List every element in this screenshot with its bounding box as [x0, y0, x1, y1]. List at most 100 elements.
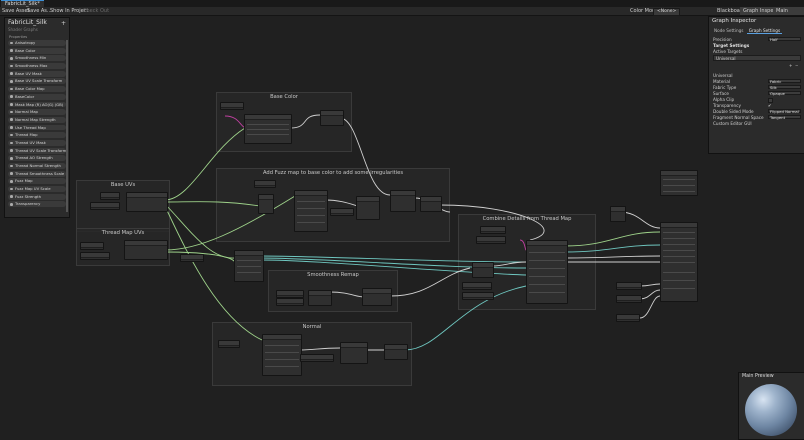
tab-node-settings[interactable]: Node Settings	[714, 28, 744, 33]
material-dropdown[interactable]: Fabric	[768, 79, 801, 84]
node-reroute-preview[interactable]	[610, 206, 626, 222]
node-add-fuzz[interactable]	[390, 190, 416, 212]
check-out-button[interactable]: Check Out	[83, 8, 110, 14]
node-thread-smooth-prop[interactable]	[462, 292, 494, 300]
node-normal-strength[interactable]	[340, 342, 368, 364]
save-as-button[interactable]: Save As...	[27, 8, 52, 14]
blackboard-scrollbar[interactable]	[66, 40, 68, 212]
node-thread-ao-prop[interactable]	[476, 236, 506, 244]
node-thread-uv-scale-prop[interactable]	[80, 252, 110, 260]
add-target-button[interactable]: +	[789, 63, 793, 68]
main-preview-panel[interactable]: Main Preview	[738, 372, 804, 440]
node-remap[interactable]	[362, 288, 392, 306]
double-sided-dropdown[interactable]: Flipped Normal	[768, 109, 801, 114]
node-transform-uv[interactable]	[126, 192, 168, 212]
blackboard-property[interactable]: Base UV Scale Transform	[8, 78, 66, 85]
target-universal-item[interactable]: Universal	[716, 56, 736, 61]
blackboard-property[interactable]: Fuzz Map	[8, 178, 66, 185]
node-ao-prop[interactable]	[616, 295, 642, 303]
node-thread-subgraph-in[interactable]	[472, 262, 494, 278]
active-targets-label: Active Targets	[713, 49, 743, 54]
node-fuzz-map-prop[interactable]	[254, 180, 276, 188]
graph-toolbar: Save Asset Save As... Show In Project Ch…	[0, 7, 804, 22]
preview-sphere[interactable]	[745, 384, 797, 436]
node-normalize[interactable]	[384, 344, 408, 360]
node-base-color-map-prop[interactable]	[220, 102, 244, 110]
node-multiply-base[interactable]	[320, 110, 344, 126]
alpha-clip-checkbox[interactable]	[768, 98, 773, 103]
material-label: Material	[713, 79, 731, 84]
node-use-thread-prop[interactable]	[480, 226, 506, 234]
node-multiply-fuzz[interactable]	[356, 196, 380, 220]
node-normal-map-prop[interactable]	[218, 340, 240, 348]
node-sample-thread[interactable]	[234, 250, 264, 282]
node-vector2[interactable]	[308, 290, 332, 306]
node-sample-normal[interactable]	[262, 334, 302, 376]
node-base-uv-mask-prop[interactable]	[100, 192, 120, 200]
blackboard-toggle[interactable]: Blackboard	[717, 8, 745, 14]
node-header	[363, 289, 391, 294]
fragment-normal-label: Fragment Normal Space	[713, 115, 764, 120]
blackboard-property[interactable]: Fuzz Map UV Scale	[8, 186, 66, 192]
add-property-button[interactable]: +	[60, 20, 66, 27]
node-sample-base-color[interactable]	[244, 114, 292, 144]
inspector-tabs: Node Settings Graph Settings	[712, 28, 783, 34]
blackboard-property[interactable]: Thread UV Mask	[8, 139, 66, 146]
master-vertex-stack[interactable]	[660, 170, 698, 196]
master-fragment-stack[interactable]	[660, 222, 698, 302]
graph-inspector-toggle[interactable]: Graph Inspector	[740, 7, 787, 15]
tab-graph-settings[interactable]: Graph Settings	[746, 28, 783, 34]
blackboard-property[interactable]: Smoothness Min	[8, 55, 66, 62]
blackboard-property[interactable]: Transparency	[8, 201, 66, 208]
surface-dropdown[interactable]: Opaque	[768, 91, 801, 96]
node-thread-uv-mask-prop[interactable]	[80, 242, 104, 250]
save-asset-button[interactable]: Save Asset	[2, 8, 30, 14]
node-header	[221, 103, 243, 108]
node-transparency-prop[interactable]	[616, 314, 640, 322]
remove-target-button[interactable]: −	[795, 63, 799, 68]
blackboard-property[interactable]: Fuzz Strength	[8, 193, 66, 200]
show-in-project-button[interactable]: Show In Project	[50, 8, 89, 14]
blackboard-property[interactable]: Anisotropy	[8, 40, 66, 46]
blackboard-property[interactable]: Thread Smoothness Scale	[8, 170, 66, 177]
fragment-normal-dropdown[interactable]: Tangent	[768, 115, 801, 120]
node-base-uv-scale-prop[interactable]	[90, 202, 120, 210]
node-sample-fuzz[interactable]	[294, 190, 328, 232]
node-header	[277, 299, 303, 304]
node-fuzz-uv[interactable]	[258, 194, 274, 214]
blackboard-property[interactable]: Mask Map (R) AO(G) (GB)	[8, 101, 66, 108]
node-smoothness-max-prop[interactable]	[276, 298, 304, 306]
color-mode-dropdown[interactable]: <None>	[653, 8, 681, 16]
blackboard-property[interactable]: Base Color Map	[8, 86, 66, 93]
node-header	[477, 237, 505, 242]
blackboard-property[interactable]: Base UV Mask	[8, 70, 66, 77]
blackboard-property[interactable]: Thread AO Strength	[8, 155, 66, 162]
inspector-title: Graph Inspector	[712, 18, 757, 24]
precision-dropdown[interactable]: Half	[768, 37, 801, 42]
node-smoothness-min-prop[interactable]	[276, 290, 304, 298]
node-thread-detail-subgraph[interactable]	[526, 240, 568, 304]
blackboard-property[interactable]: Thread UV Scale Transform	[8, 147, 66, 154]
node-normal-strength-prop[interactable]	[300, 354, 334, 362]
blackboard-property[interactable]: BaseColor	[8, 93, 66, 100]
blackboard-property[interactable]: Base Color	[8, 47, 66, 54]
fabric-type-dropdown[interactable]: Silk	[768, 85, 801, 90]
blackboard-property[interactable]: Normal Map Strength	[8, 116, 66, 123]
node-anisotropy-prop[interactable]	[616, 282, 642, 290]
blackboard-property[interactable]: Normal Map	[8, 109, 66, 116]
blackboard-property[interactable]: Thread Map	[8, 132, 66, 139]
node-transform-thread-uv[interactable]	[124, 240, 168, 260]
node-saturate[interactable]	[420, 196, 442, 212]
transparency-checkbox[interactable]: ✔	[768, 102, 772, 108]
blackboard-property[interactable]: Smoothness Max	[8, 63, 66, 69]
node-thread-normal-prop[interactable]	[462, 282, 492, 290]
node-fuzz-strength-prop[interactable]	[330, 208, 354, 216]
universal-section-heading[interactable]: Universal	[713, 73, 733, 78]
blackboard-property[interactable]: Use Thread Map	[8, 124, 66, 131]
blackboard-property[interactable]: Thread Normal Strength	[8, 163, 66, 169]
node-header	[277, 291, 303, 296]
node-thread-map-prop[interactable]	[180, 254, 204, 262]
window-tab[interactable]: FabricLit_Silk*	[1, 0, 44, 7]
group-title: Base Color	[270, 94, 298, 100]
